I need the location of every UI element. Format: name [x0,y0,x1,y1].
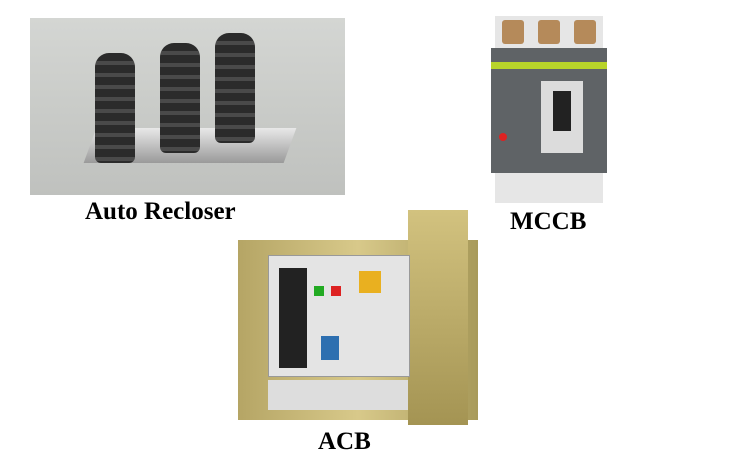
mccb-body [491,48,607,173]
auto-recloser-label: Auto Recloser [85,198,236,225]
auto-recloser-image [30,18,345,195]
recloser-pole [215,33,255,143]
mccb-label: MCCB [510,208,587,235]
acb-image [238,210,478,425]
mccb-toggle [553,91,571,131]
mccb-brand-stripe [491,62,607,69]
recloser-pole [95,53,135,163]
recloser-pole [160,43,200,153]
acb-label: ACB [318,428,371,455]
acb-front-panel [268,255,410,377]
mccb-image [485,8,612,205]
